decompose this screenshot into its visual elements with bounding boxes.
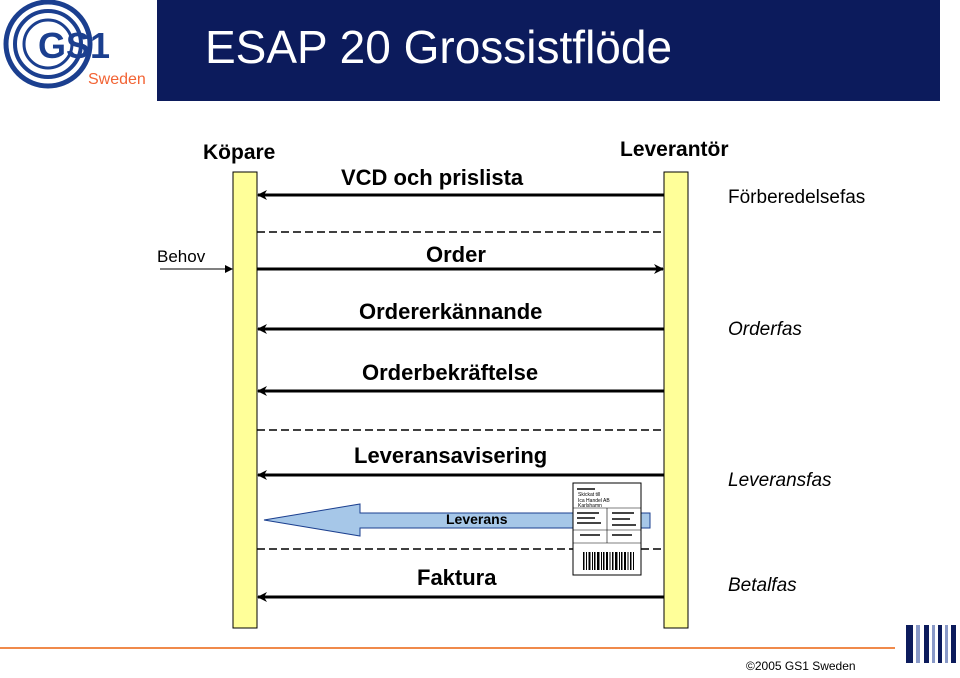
barcode-icon <box>583 552 634 570</box>
shipping-label-line: Ica Handel AB <box>578 498 610 504</box>
buyer-lifeline <box>232 171 258 629</box>
footer-bars-icon <box>906 625 956 663</box>
message-label: Orderbekräftelse <box>362 360 539 385</box>
message-label: Faktura <box>417 565 497 590</box>
phase-label: Förberedelsefas <box>728 187 866 208</box>
message-label: Leveransavisering <box>354 443 548 468</box>
shipping-label-line: Skickat till <box>578 492 600 498</box>
shipping-label-icon <box>572 482 642 576</box>
supplier-lifeline <box>663 171 689 629</box>
message-label: Ordererkännande <box>359 299 543 324</box>
footer-rule <box>0 647 895 649</box>
trigger-label: Behov <box>157 247 206 266</box>
logo-country: Sweden <box>88 71 146 88</box>
header-band <box>157 0 940 101</box>
supplier-label: Leverantör <box>620 138 729 161</box>
page-title: ESAP 20 Grossistflöde <box>205 21 673 73</box>
logo-ring-icon <box>3 0 93 89</box>
phase-label: Orderfas <box>728 319 802 340</box>
message-label: Order <box>426 242 486 267</box>
buyer-label: Köpare <box>203 141 276 164</box>
logo-text: GS1 <box>38 25 110 66</box>
gs1-logo: GS1 Sweden <box>3 0 146 89</box>
message-label: Leverans <box>446 511 508 527</box>
phase-label: Betalfas <box>728 575 797 596</box>
phase-label: Leveransfas <box>728 470 832 491</box>
message-label: VCD och prislista <box>341 165 524 190</box>
copyright: ©2005 GS1 Sweden <box>746 659 856 673</box>
shipping-label-line: Karlshamn <box>578 503 602 509</box>
